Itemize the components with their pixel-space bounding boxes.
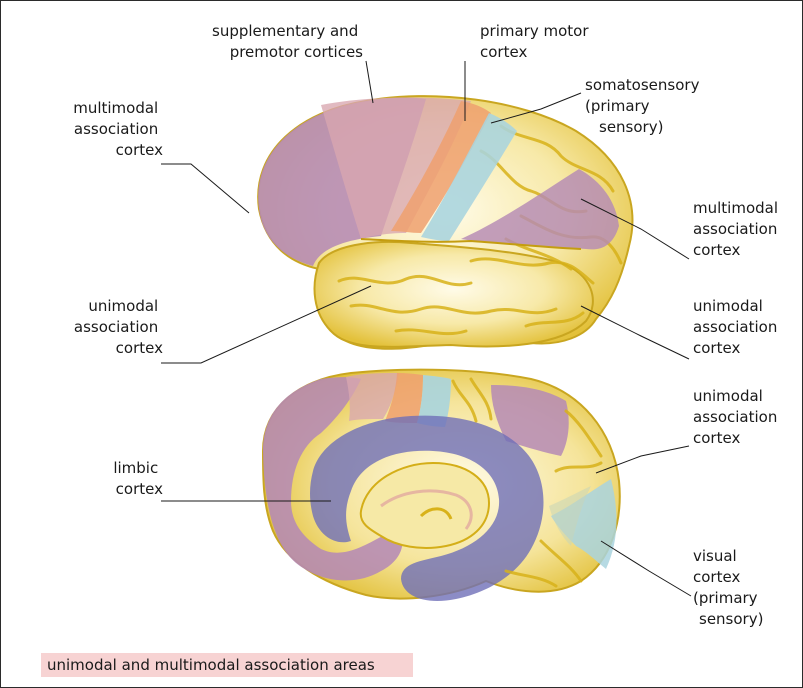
label-multimodal-right: multimodal association cortex xyxy=(693,199,783,259)
caption-text: unimodal and multimodal association area… xyxy=(41,653,413,677)
leader-supp-premotor xyxy=(366,61,373,103)
leader-unimodal-right-top xyxy=(581,306,689,359)
medial-brain xyxy=(263,370,620,601)
label-multimodal-left: multimodal association cortex xyxy=(73,99,163,159)
caption-legend: unimodal and multimodal association area… xyxy=(41,653,413,677)
lateral-brain xyxy=(258,96,632,349)
leader-multimodal-left xyxy=(161,164,249,213)
label-unimodal-right-top: unimodal association cortex xyxy=(693,297,782,357)
label-somatosensory: somatosensory (primary sensory) xyxy=(585,76,704,136)
label-primary-motor: primary motor cortex xyxy=(480,22,593,61)
label-supp-premotor: supplementary and premotor cortices xyxy=(212,22,363,61)
label-limbic: limbic cortex xyxy=(113,459,163,498)
label-visual: visual cortex (primary sensory) xyxy=(693,547,763,628)
label-unimodal-left: unimodal association cortex xyxy=(74,297,163,357)
label-unimodal-right-bottom: unimodal association cortex xyxy=(693,387,782,447)
leader-visual xyxy=(601,541,691,596)
